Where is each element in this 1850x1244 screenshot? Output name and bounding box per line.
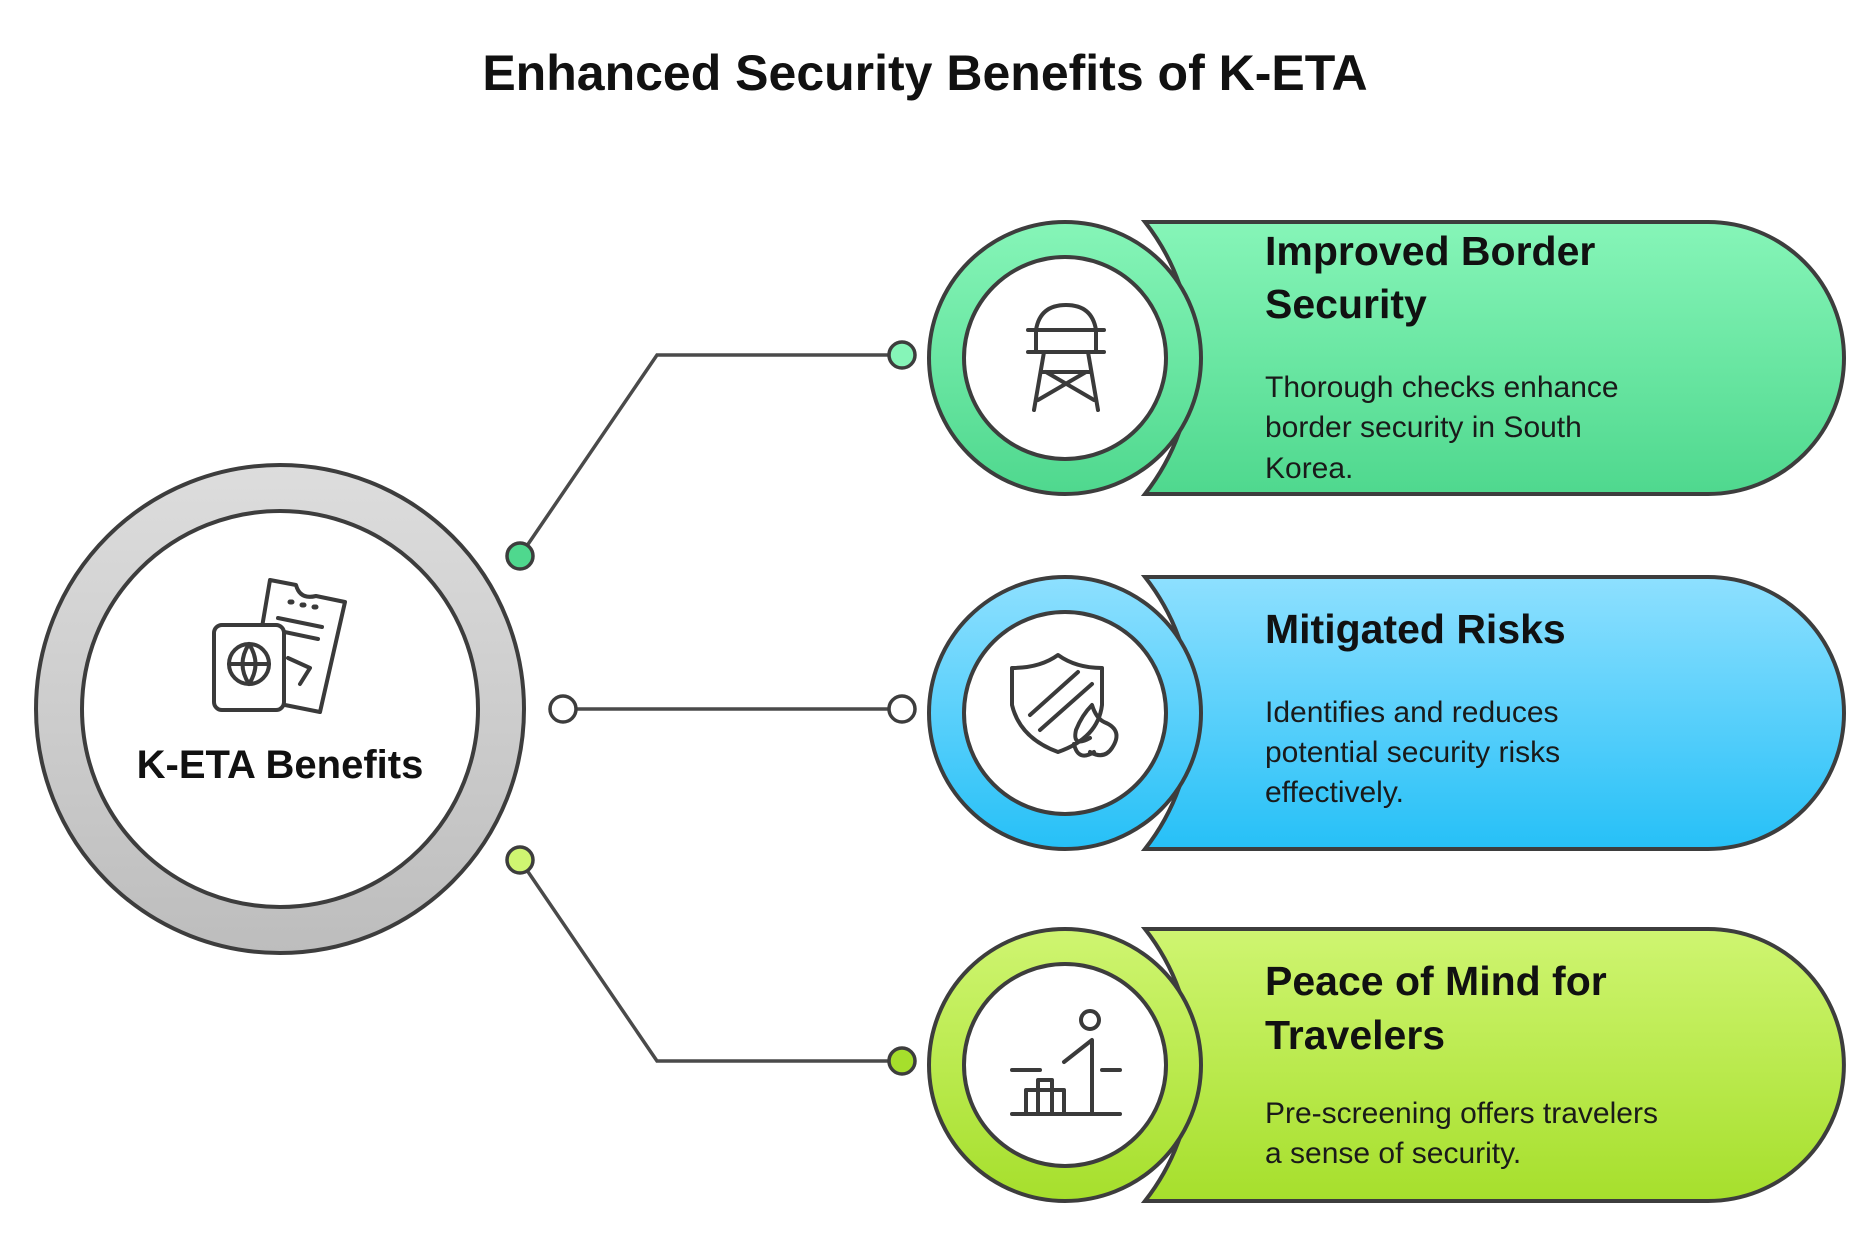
card-desc-line-1: Thorough checks enhance bbox=[1265, 371, 1619, 404]
connector-dot-card-bottom bbox=[887, 1046, 917, 1076]
card-desc-line-2: a sense of security. bbox=[1265, 1137, 1521, 1170]
benefit-card-peace-of-mind: Peace of Mind for Travelers Pre-screenin… bbox=[927, 927, 1846, 1203]
card-desc-line-3: effectively. bbox=[1265, 776, 1404, 809]
card-desc-line-2: border security in South bbox=[1265, 411, 1582, 444]
watchtower-icon bbox=[1026, 303, 1106, 412]
passport-ticket-icon bbox=[212, 578, 347, 714]
connector-dot-hub-top bbox=[505, 541, 535, 571]
card-title-line-1: Improved Border bbox=[1265, 228, 1595, 274]
shield-fire-icon bbox=[1010, 653, 1119, 758]
card-title-line-2: Travelers bbox=[1265, 1012, 1445, 1058]
hub: K-ETA Benefits bbox=[34, 463, 526, 955]
card-desc-line-1: Identifies and reduces bbox=[1265, 696, 1559, 729]
card-desc-line-2: potential security risks bbox=[1265, 736, 1560, 769]
connector-dot-card-top bbox=[887, 340, 917, 370]
connector-dot-hub-bottom bbox=[505, 845, 535, 875]
benefit-card-mitigated-risks: Mitigated Risks Identifies and reduces p… bbox=[927, 575, 1846, 851]
connector-dot-card-middle bbox=[887, 694, 917, 724]
connectors bbox=[505, 340, 917, 1076]
card-title-line-1: Mitigated Risks bbox=[1265, 606, 1566, 652]
card-icon-circle bbox=[962, 610, 1168, 816]
hub-label: K-ETA Benefits bbox=[137, 743, 424, 787]
traveler-luggage-icon bbox=[1010, 1009, 1122, 1116]
card-icon-circle bbox=[962, 255, 1168, 461]
connector-bottom bbox=[518, 859, 902, 1063]
connector-top bbox=[518, 353, 902, 557]
card-title-line-2: Security bbox=[1265, 281, 1427, 327]
card-icon-circle bbox=[962, 962, 1168, 1168]
benefit-card-border-security: Improved Border Security Thorough checks… bbox=[927, 220, 1846, 496]
card-title-line-1: Peace of Mind for bbox=[1265, 958, 1607, 1004]
card-desc-line-1: Pre-screening offers travelers bbox=[1265, 1097, 1658, 1130]
connector-dot-hub-middle bbox=[548, 694, 578, 724]
card-desc-line-3: Korea. bbox=[1265, 452, 1353, 485]
diagram-title: Enhanced Security Benefits of K-ETA bbox=[482, 45, 1367, 101]
